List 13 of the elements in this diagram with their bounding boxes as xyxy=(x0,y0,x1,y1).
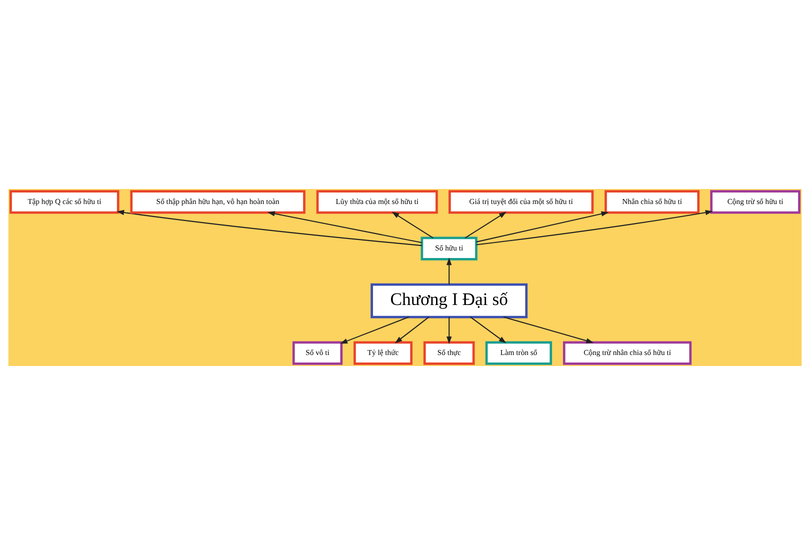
arrow xyxy=(464,212,507,238)
arrow xyxy=(446,258,452,284)
arrow xyxy=(267,211,422,244)
arrow xyxy=(476,211,609,242)
node-box: Chương I Đại số xyxy=(370,283,528,318)
arrow xyxy=(446,317,452,344)
arrow xyxy=(392,212,434,238)
arrow xyxy=(476,210,713,246)
arrow xyxy=(504,316,594,344)
arrow xyxy=(394,316,430,344)
arrow xyxy=(470,316,506,344)
arrow xyxy=(340,316,409,344)
arrow xyxy=(116,210,422,246)
